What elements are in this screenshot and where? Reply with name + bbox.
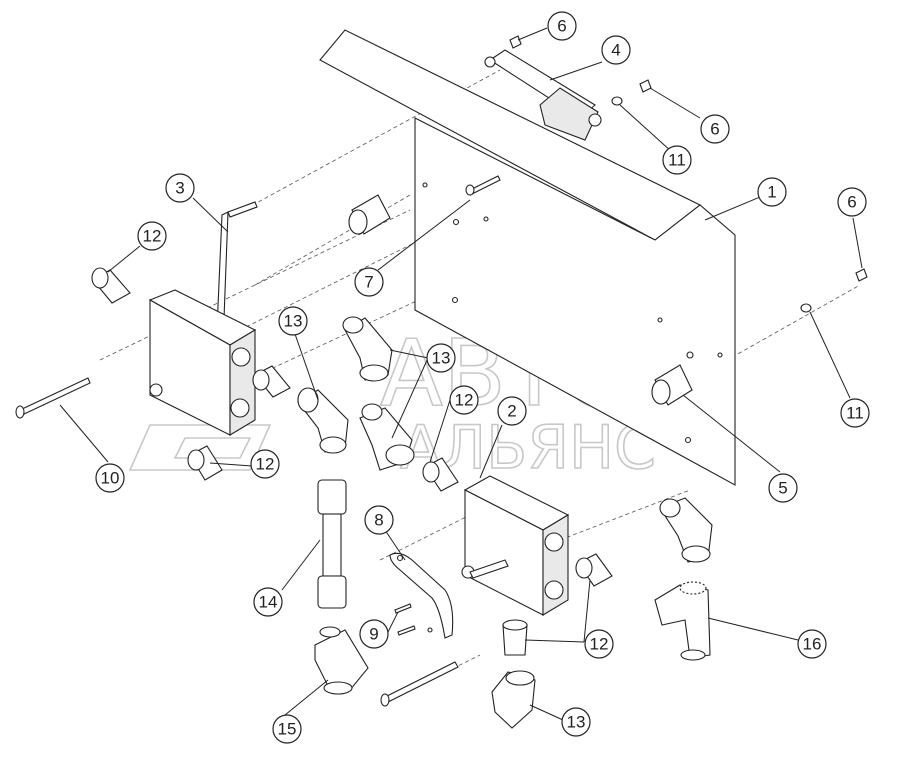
adapter-part-12b (252, 365, 291, 398)
nut-part-6a (509, 35, 522, 49)
svg-text:8: 8 (374, 511, 383, 530)
callout-8: 8 (364, 505, 394, 535)
bolt-part-7 (465, 175, 501, 196)
adapter-part-12c (187, 445, 223, 481)
callout-10: 10 (95, 463, 125, 493)
spacer-part-5a (348, 194, 391, 235)
valve-block-part-2a (148, 289, 257, 436)
bracket-part-8 (389, 552, 454, 639)
svg-text:10: 10 (101, 469, 120, 488)
nut-part-6b (639, 79, 652, 93)
callout-11b: 11 (840, 398, 870, 428)
callout-12c: 12 (250, 449, 280, 479)
adapter-part-12a (91, 267, 131, 304)
callout-11a: 11 (662, 145, 692, 175)
washer-part-11b (800, 303, 812, 313)
spacer-part-5b (651, 364, 693, 406)
nut-part-6c (855, 268, 868, 282)
callout-6c: 6 (837, 187, 867, 217)
callout-13b: 13 (426, 343, 456, 373)
svg-text:12: 12 (590, 635, 609, 654)
svg-text:12: 12 (455, 391, 474, 410)
svg-text:15: 15 (278, 720, 297, 739)
callout-12a: 12 (137, 221, 167, 251)
callout-1: 1 (757, 177, 787, 207)
svg-text:9: 9 (369, 625, 378, 644)
svg-text:16: 16 (803, 635, 822, 654)
pins-part-9 (394, 603, 416, 636)
callout-13c: 13 (561, 707, 591, 737)
svg-text:13: 13 (284, 312, 303, 331)
svg-text:5: 5 (778, 479, 787, 498)
washer-part-11a (611, 96, 623, 106)
elbow-part-13d (491, 670, 536, 729)
svg-text:13: 13 (432, 349, 451, 368)
tee-part-16 (654, 581, 711, 661)
callout-9: 9 (359, 619, 389, 649)
valve-block-part-2b (461, 475, 570, 616)
callout-6a: 6 (547, 11, 577, 41)
svg-text:6: 6 (847, 193, 856, 212)
long-bolt-part-10b (380, 661, 459, 707)
svg-text:12: 12 (256, 455, 275, 474)
svg-text:1: 1 (767, 183, 776, 202)
elbow-part-13b (297, 387, 349, 454)
callout-7: 7 (354, 267, 384, 297)
elbow-part-13e (659, 497, 713, 563)
callout-12b: 12 (449, 385, 479, 415)
svg-text:11: 11 (668, 151, 686, 170)
callout-4: 4 (601, 35, 631, 65)
callout-15: 15 (272, 714, 302, 744)
svg-text:14: 14 (259, 593, 278, 612)
callout-13a: 13 (278, 306, 308, 336)
actuator-part-4 (484, 49, 602, 141)
callout-3: 3 (165, 173, 195, 203)
svg-text:2: 2 (507, 402, 516, 421)
callout-12d: 12 (584, 629, 614, 659)
callout-16: 16 (797, 629, 827, 659)
long-bolt-part-10a (15, 377, 91, 419)
svg-text:6: 6 (710, 120, 719, 139)
svg-text:12: 12 (143, 227, 162, 246)
svg-text:11: 11 (846, 404, 864, 423)
callout-6b: 6 (700, 114, 730, 144)
leader-lines (59, 27, 863, 721)
adapter-part-12d (422, 457, 459, 492)
svg-text:3: 3 (175, 179, 184, 198)
svg-text:7: 7 (364, 273, 373, 292)
adapter-part-12e (575, 553, 613, 587)
tee-part-15 (314, 626, 369, 695)
svg-text:4: 4 (611, 41, 620, 60)
callout-2: 2 (497, 396, 527, 426)
callout-14: 14 (253, 587, 283, 617)
adapter-part-12f (502, 619, 528, 656)
svg-text:13: 13 (567, 713, 586, 732)
callout-5: 5 (768, 473, 798, 503)
hose-part-14 (317, 479, 347, 609)
elbow-part-13a (342, 316, 393, 382)
svg-text:6: 6 (557, 17, 566, 36)
elbow-part-13c (359, 403, 415, 471)
